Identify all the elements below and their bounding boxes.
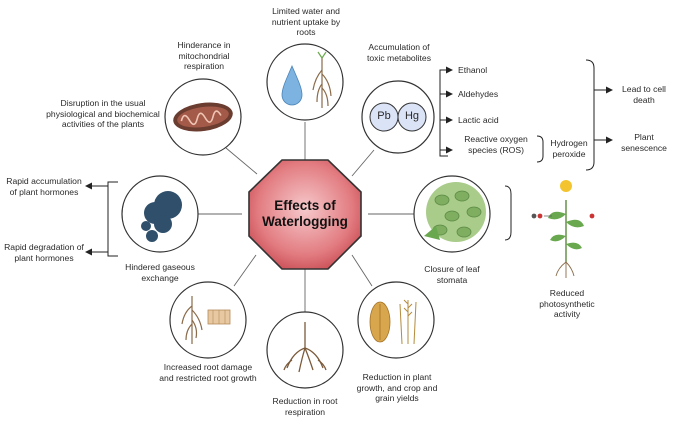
root-damage-label: Increased root damage and restricted roo… (159, 362, 257, 383)
root-tissue-icon (207, 309, 231, 325)
gas-cloud-icon (141, 191, 182, 242)
connector-lines (198, 122, 414, 312)
metabolite-lactic-acid: Lactic acid (458, 115, 499, 125)
toxic-label: Accumulation of toxic metabolites (366, 42, 431, 63)
root-icon (312, 51, 332, 108)
mitochondria-label: Hinderance in mitochondrial respiration (177, 40, 231, 71)
metabolite-connectors (439, 59, 613, 171)
outcome-senescence: Plant senescence (621, 132, 667, 153)
wheat-icon (399, 299, 417, 345)
hormone-connectors (85, 181, 118, 257)
mitochondria-node (164, 78, 242, 156)
pb-label: Pb (377, 110, 391, 122)
connector-toxic (351, 149, 375, 177)
toxic-node (361, 80, 435, 154)
metabolite-ethanol: Ethanol (458, 65, 488, 75)
leaf-icon (424, 226, 440, 240)
photosynthesis-label: Reduced photosynthetic activity (539, 288, 595, 319)
center-title-line1: Effects of (274, 198, 336, 213)
roots-icon (283, 322, 327, 373)
gas-exchange-node (121, 175, 199, 253)
hormone-degradation-label: Rapid degradation of plant hormones (4, 242, 84, 263)
disruption-label: Disruption in the usual physiological an… (46, 98, 160, 129)
outcome-cell-death: Lead to cell death (622, 84, 666, 105)
water-drop-icon (281, 64, 303, 106)
connector-root-damage (233, 254, 257, 287)
gas-exchange-label: Hindered gaseous exchange (125, 262, 195, 283)
center-octagon (248, 159, 362, 270)
damaged-root-icon (181, 296, 203, 344)
metabolite-aldehydes: Aldehydes (458, 89, 499, 99)
connector-growth (351, 254, 373, 287)
photosynthesis-connector (504, 185, 512, 241)
plant-icon (531, 180, 595, 278)
growth-node (357, 281, 435, 359)
growth-label: Reduction in plant growth, and crop and … (356, 372, 438, 403)
hormone-accumulation-label: Rapid accumulation of plant hormones (6, 176, 82, 197)
hg-label: Hg (404, 110, 420, 122)
sun-icon (560, 180, 572, 192)
metabolite-ros: Reactive oxygen species (ROS) (464, 134, 528, 155)
stomata-node (413, 175, 491, 253)
root-damage-node (169, 281, 247, 359)
mitochondrion-icon (173, 102, 233, 132)
hydrogen-peroxide-label: Hydrogen peroxide (550, 138, 588, 159)
center-title-line2: Waterlogging (262, 214, 348, 229)
stomata-label: Closure of leaf stomata (424, 264, 480, 285)
water-node (266, 43, 344, 121)
root-respiration-label: Reduction in root respiration (272, 396, 338, 417)
center-title: Effects of Waterlogging (250, 198, 360, 230)
water-label: Limited water and nutrient uptake by roo… (271, 6, 341, 37)
root-respiration-node (266, 311, 344, 389)
connector-mitochondria (225, 147, 258, 175)
